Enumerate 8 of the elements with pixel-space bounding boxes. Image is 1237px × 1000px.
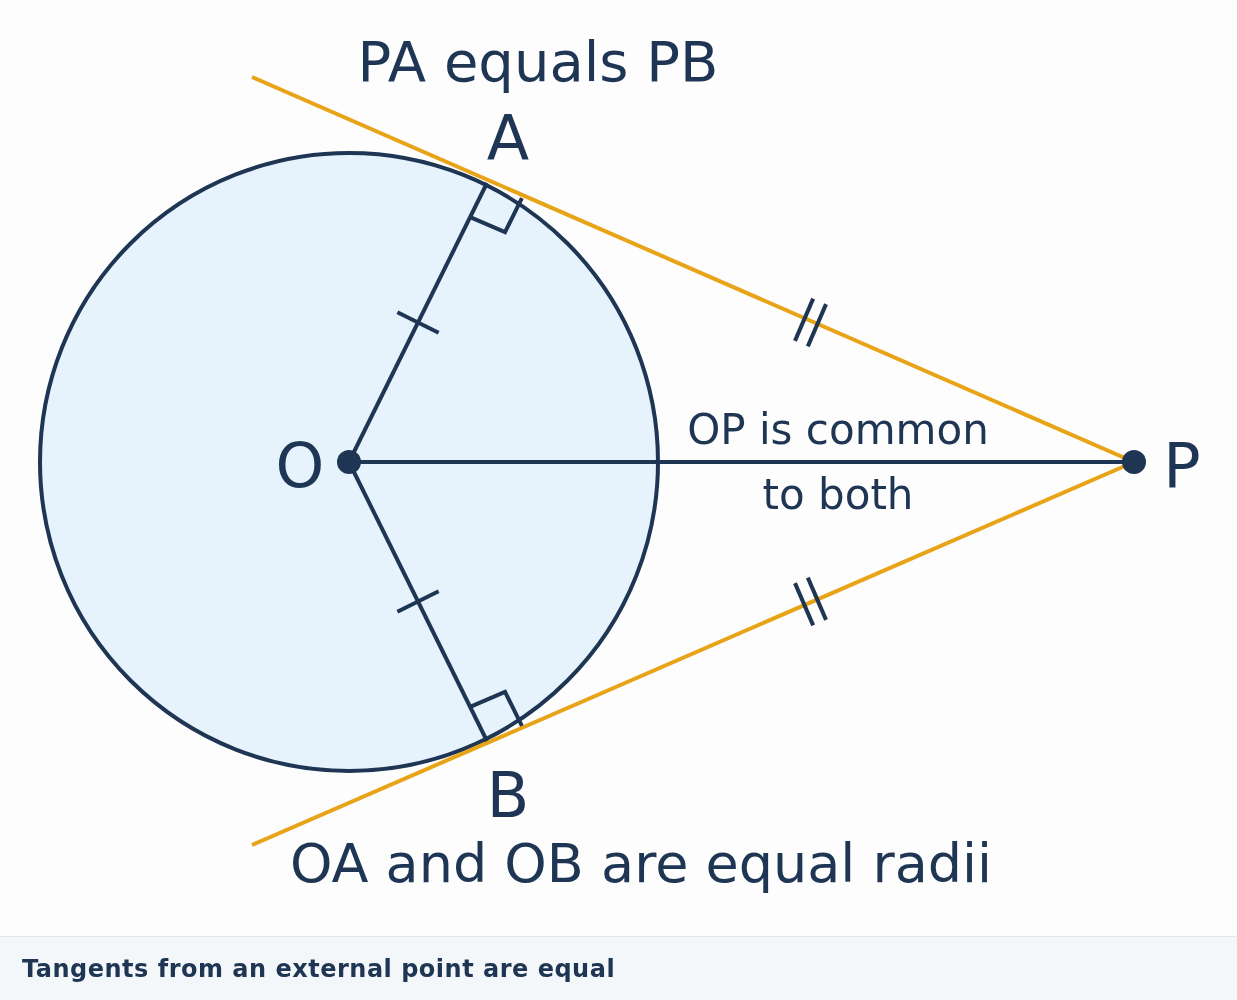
- point-label: O: [275, 430, 325, 502]
- caption: Tangents from an external point are equal: [22, 955, 616, 983]
- annotation: OP is common to both: [686, 404, 990, 522]
- annotation: OA and OB are equal radii: [289, 833, 993, 896]
- point-label: P: [1163, 430, 1201, 502]
- annotation: PA equals PB: [357, 30, 719, 95]
- point-label: B: [486, 760, 530, 832]
- point-label: A: [486, 103, 530, 175]
